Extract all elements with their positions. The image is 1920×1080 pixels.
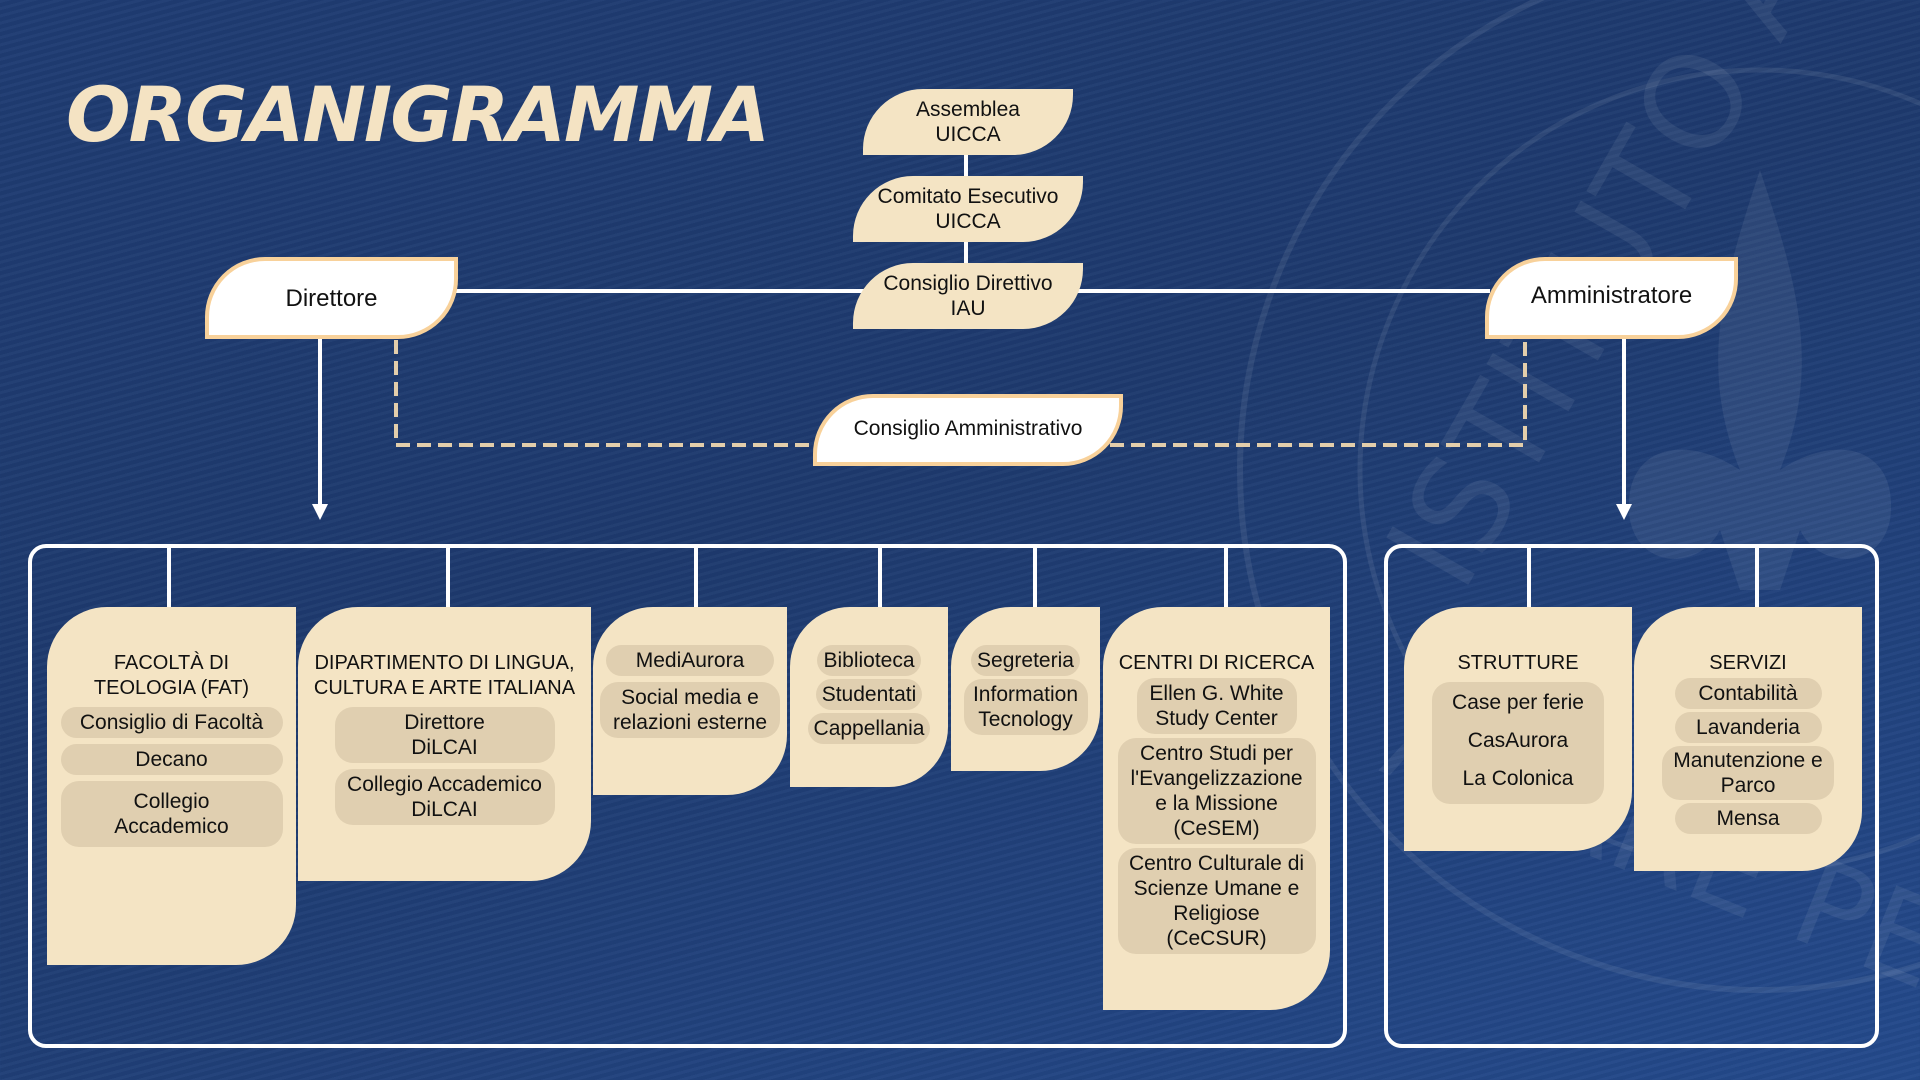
unit-item[interactable]: Collegio Accademico (60, 781, 283, 847)
unit-card-fat[interactable]: FACOLTÀ DI TEOLOGIA (FAT) Consiglio di F… (47, 607, 296, 965)
unit-title: STRUTTURE (1457, 652, 1579, 674)
unit-card-media[interactable]: MediAurora Social media e relazioni este… (593, 607, 787, 795)
node-consiglio-amministrativo[interactable]: Consiglio Amministrativo (813, 394, 1123, 466)
unit-item[interactable]: La Colonica (1462, 767, 1574, 790)
node-direttore[interactable]: Direttore (205, 257, 458, 339)
unit-item[interactable]: Manutenzione e Parco (1662, 746, 1834, 800)
unit-card-segreteria[interactable]: Segreteria Information Tecnology (951, 607, 1100, 771)
unit-card-centri-ricerca[interactable]: CENTRI DI RICERCA Ellen G. White Study C… (1103, 607, 1330, 1010)
unit-card-strutture[interactable]: STRUTTURE Case per ferie CasAurora La Co… (1404, 607, 1632, 851)
unit-title: DIPARTIMENTO DI LINGUA, CULTURA E ARTE I… (313, 652, 576, 699)
unit-item[interactable]: MediAurora (606, 645, 774, 676)
connector (694, 546, 698, 608)
connector (446, 546, 450, 608)
unit-card-dilcai[interactable]: DIPARTIMENTO DI LINGUA, CULTURA E ARTE I… (298, 607, 591, 881)
node-amministratore[interactable]: Amministratore (1485, 257, 1738, 339)
unit-item[interactable]: Collegio Accademico DiLCAI (334, 769, 555, 825)
node-amministratore-label: Amministratore (1530, 282, 1693, 309)
node-consiglio-direttivo-label: Consiglio Direttivo IAU (883, 272, 1053, 320)
unit-item[interactable]: CasAurora (1467, 729, 1569, 752)
unit-item[interactable]: Centro Studi per l'Evangelizzazione e la… (1117, 738, 1316, 844)
node-direttore-label: Direttore (285, 284, 378, 312)
amministratore-panel (1384, 544, 1879, 1048)
page-title: ORGANIGRAMMA (66, 70, 770, 159)
unit-card-servizi[interactable]: SERVIZI Contabilità Lavanderia Manutenzi… (1634, 607, 1862, 871)
strutture-group: Case per ferie CasAurora La Colonica (1432, 682, 1604, 804)
unit-title: CENTRI DI RICERCA (1118, 652, 1315, 674)
unit-item[interactable]: Contabilità (1674, 678, 1822, 709)
unit-item[interactable]: Consiglio di Facoltà (60, 707, 283, 738)
direttore-panel (28, 544, 1347, 1048)
unit-item[interactable]: Segreteria (971, 645, 1080, 676)
unit-card-biblioteca[interactable]: Biblioteca Studentati Cappellania (790, 607, 948, 787)
fleur-de-lis-icon (1628, 170, 1892, 590)
node-comitato-esecutivo[interactable]: Comitato Esecutivo UICCA (853, 176, 1083, 242)
node-consiglio-amministrativo-label: Consiglio Amministrativo (853, 417, 1083, 440)
connector (167, 546, 171, 608)
unit-item[interactable]: Studentati (815, 679, 923, 710)
unit-item[interactable]: Mensa (1674, 803, 1822, 834)
unit-item[interactable]: Direttore DiLCAI (334, 707, 555, 763)
unit-item[interactable]: Centro Culturale di Scienze Umane e Reli… (1117, 848, 1316, 954)
node-assemblea-label: Assemblea UICCA (916, 98, 1020, 146)
unit-title: SERVIZI (1709, 652, 1787, 674)
node-consiglio-direttivo[interactable]: Consiglio Direttivo IAU (853, 263, 1083, 329)
connector (1527, 546, 1531, 608)
connector (878, 546, 882, 608)
connector (1224, 546, 1228, 608)
unit-item[interactable]: Social media e relazioni esterne (600, 682, 780, 738)
unit-item[interactable]: Cappellania (807, 713, 931, 744)
unit-item[interactable]: Lavanderia (1674, 712, 1822, 743)
connector (1033, 546, 1037, 608)
unit-item[interactable]: Decano (60, 744, 283, 775)
connector (1755, 546, 1759, 608)
unit-title: FACOLTÀ DI TEOLOGIA (FAT) (93, 652, 250, 699)
unit-item[interactable]: Information Tecnology (963, 679, 1088, 735)
unit-item[interactable]: Case per ferie (1452, 691, 1584, 714)
unit-item[interactable]: Ellen G. White Study Center (1136, 678, 1297, 734)
node-comitato-label: Comitato Esecutivo UICCA (877, 185, 1059, 233)
node-assemblea[interactable]: Assemblea UICCA (863, 89, 1073, 155)
unit-item[interactable]: Biblioteca (817, 645, 921, 676)
